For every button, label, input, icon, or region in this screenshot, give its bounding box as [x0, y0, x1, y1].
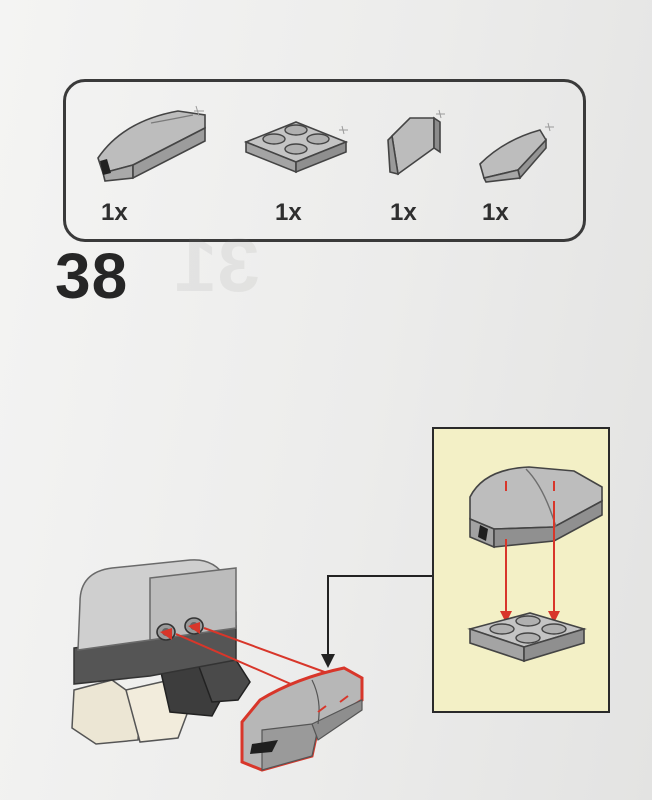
- part-2-quantity: 1x: [275, 199, 302, 226]
- step-number: 38: [55, 240, 129, 312]
- curved-wedge-small-icon: [479, 122, 554, 183]
- slope-wedge-small-icon: [387, 109, 445, 176]
- callout-connector-line: [327, 575, 432, 660]
- highlighted-new-part: [240, 666, 364, 772]
- part-3-quantity: 1x: [390, 199, 417, 226]
- part-1-quantity: 1x: [101, 199, 128, 226]
- parts-list-box: [63, 79, 586, 242]
- curved-slope-brick-icon: [97, 105, 206, 182]
- placement-arrow-2: [203, 627, 331, 675]
- plate-2x2-icon: [243, 121, 349, 174]
- model-body: [71, 559, 251, 745]
- callout-connector-arrowhead: [321, 654, 335, 668]
- part-4-quantity: 1x: [482, 199, 509, 226]
- placement-arrow-1: [175, 633, 301, 689]
- subassembly-diagram: [467, 466, 603, 663]
- subassembly-callout: [432, 427, 610, 713]
- callout-plate-2x2-icon: [467, 612, 587, 663]
